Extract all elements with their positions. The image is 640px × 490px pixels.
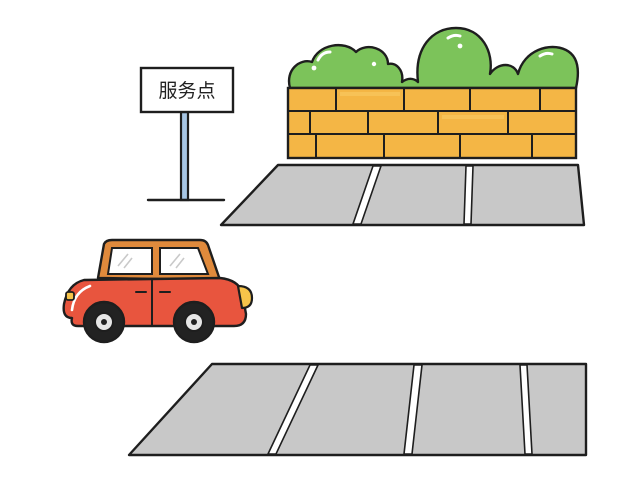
car-window-rear [159,247,210,275]
parking-strip-bottom [127,362,588,457]
sign-board [139,66,235,114]
brick-wall [286,86,578,160]
car-wheel-front [172,300,216,344]
parking-strip-top [219,163,586,227]
service-sign: 服务点 [139,66,235,202]
sign-pole [179,110,190,202]
car-wheel-rear [82,300,126,344]
sign-label: 服务点 [158,80,215,102]
car-headlight [236,284,254,310]
car-taillight [65,291,75,301]
bush-icon [287,26,580,90]
car-icon [62,238,254,344]
